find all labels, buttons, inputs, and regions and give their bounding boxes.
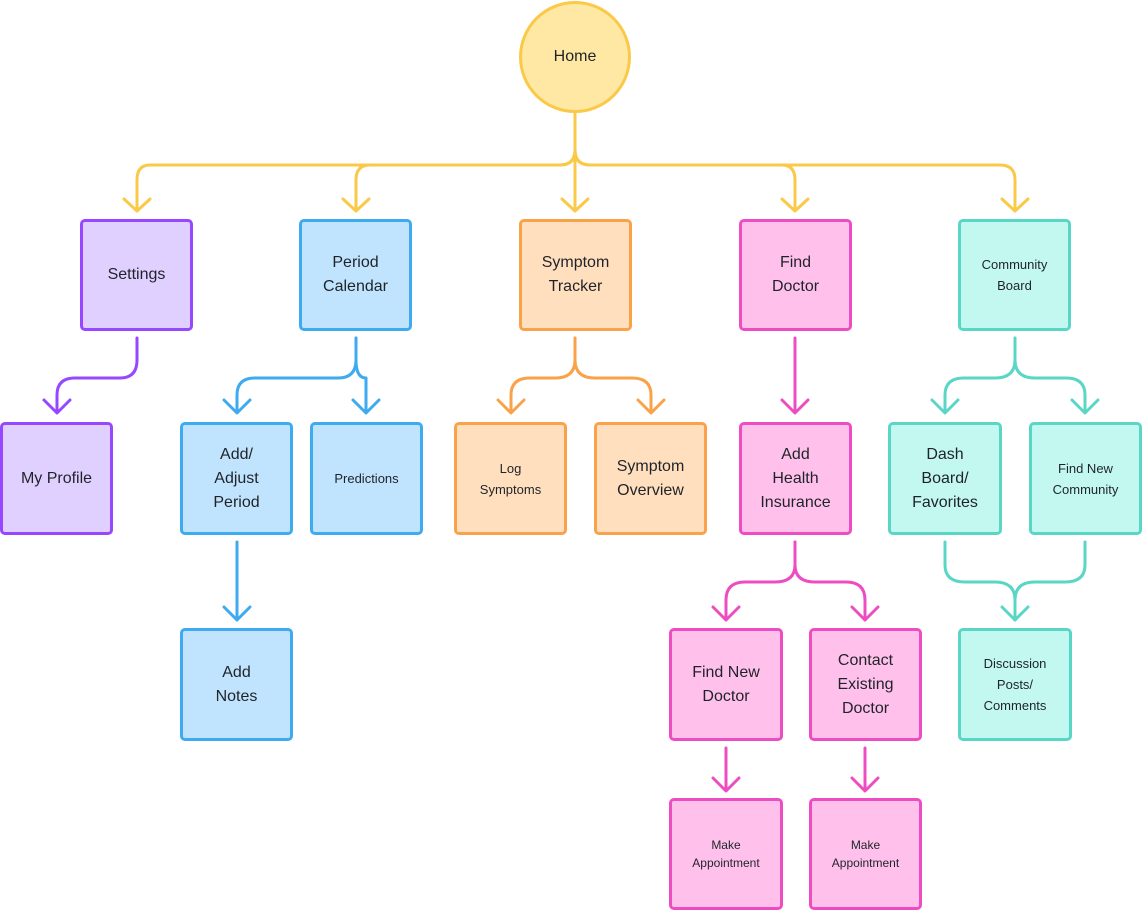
node-make-appointment-2: Make Appointment bbox=[809, 798, 922, 910]
node-symptom-overview: Symptom Overview bbox=[594, 422, 707, 535]
settings-connectors bbox=[42, 336, 139, 415]
node-find-new-community: Find New Community bbox=[1029, 422, 1142, 535]
node-make-appointment-1: Make Appointment bbox=[669, 798, 783, 910]
symptom-connectors bbox=[496, 336, 666, 415]
doctor-connectors bbox=[711, 336, 880, 793]
node-add-health-insurance: Add Health Insurance bbox=[739, 422, 852, 535]
node-dash-board-favorites: Dash Board/ Favorites bbox=[888, 422, 1002, 535]
node-contact-existing-doctor: Contact Existing Doctor bbox=[809, 628, 922, 741]
node-symptom-tracker: Symptom Tracker bbox=[519, 219, 632, 331]
node-add-notes: Add Notes bbox=[180, 628, 293, 741]
community-connectors bbox=[930, 336, 1100, 622]
node-find-new-doctor: Find New Doctor bbox=[669, 628, 783, 741]
node-home: Home bbox=[519, 1, 631, 113]
node-my-profile: My Profile bbox=[0, 422, 113, 535]
node-add-adjust-period: Add/ Adjust Period bbox=[180, 422, 293, 535]
node-settings: Settings bbox=[80, 219, 193, 331]
calendar-connectors bbox=[222, 336, 381, 622]
node-log-symptoms: Log Symptoms bbox=[454, 422, 567, 535]
node-community-board: Community Board bbox=[958, 219, 1071, 331]
home-connectors bbox=[122, 112, 1030, 213]
node-find-doctor: Find Doctor bbox=[739, 219, 852, 331]
node-period-calendar: Period Calendar bbox=[299, 219, 412, 331]
node-discussion-posts-comments: Discussion Posts/ Comments bbox=[958, 628, 1072, 741]
node-predictions: Predictions bbox=[310, 422, 423, 535]
